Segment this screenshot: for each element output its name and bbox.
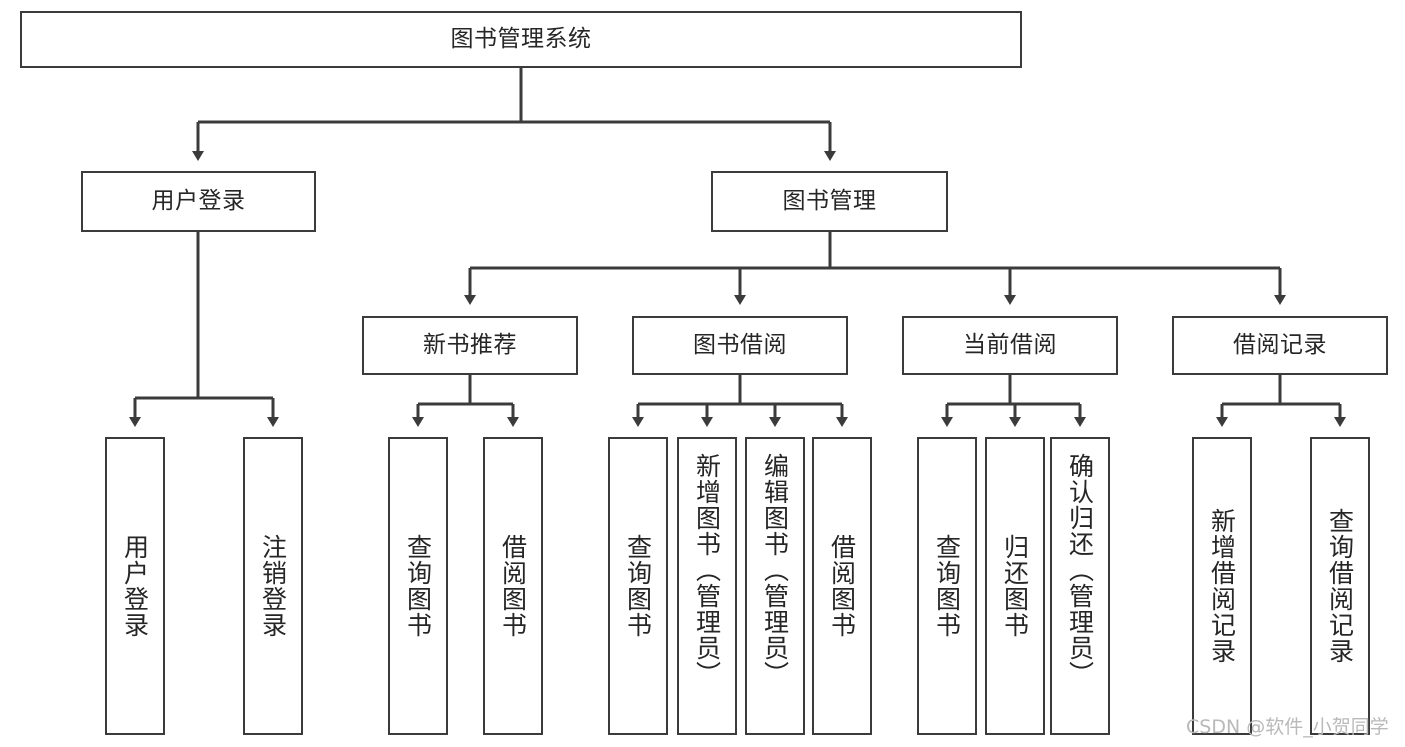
node-leaf-return-book[interactable]: 归还图书	[985, 437, 1045, 735]
node-leaf-query-book-2-label: 查询图书	[623, 534, 653, 638]
node-leaf-borrow-book-2[interactable]: 借阅图书	[812, 437, 872, 735]
node-leaf-user-logout[interactable]: 注销登录	[243, 437, 303, 735]
node-leaf-edit-book[interactable]: 编辑图书（管理员）	[745, 437, 805, 735]
node-current-borrow-label: 当前借阅	[963, 331, 1057, 358]
node-leaf-user-login[interactable]: 用户登录	[105, 437, 165, 735]
node-leaf-add-record[interactable]: 新增借阅记录	[1192, 437, 1252, 735]
node-new-book-recommend[interactable]: 新书推荐	[362, 316, 578, 375]
node-current-borrow[interactable]: 当前借阅	[902, 316, 1118, 375]
node-book-borrow[interactable]: 图书借阅	[632, 316, 848, 375]
node-leaf-query-book-1-label: 查询图书	[403, 534, 433, 638]
node-borrow-record-label: 借阅记录	[1233, 331, 1327, 358]
node-book-borrow-label: 图书借阅	[693, 331, 787, 358]
node-leaf-borrow-book-2-label: 借阅图书	[827, 534, 857, 638]
node-leaf-user-logout-label: 注销登录	[258, 534, 288, 638]
node-leaf-borrow-book-1[interactable]: 借阅图书	[483, 437, 543, 735]
node-user-login[interactable]: 用户登录	[81, 171, 316, 232]
node-leaf-query-book-3-label: 查询图书	[932, 534, 962, 638]
node-leaf-edit-book-label: 编辑图书（管理员）	[760, 453, 790, 687]
node-leaf-borrow-book-1-label: 借阅图书	[498, 534, 528, 638]
node-leaf-add-record-label: 新增借阅记录	[1207, 508, 1237, 664]
node-borrow-record[interactable]: 借阅记录	[1172, 316, 1388, 375]
node-leaf-confirm-return[interactable]: 确认归还（管理员）	[1050, 437, 1110, 735]
node-leaf-query-record-label: 查询借阅记录	[1325, 508, 1355, 664]
watermark-text: CSDN @软件_小贺同学	[1186, 716, 1389, 738]
node-root-label: 图书管理系统	[450, 25, 592, 52]
node-root[interactable]: 图书管理系统	[20, 11, 1022, 68]
node-leaf-query-book-1[interactable]: 查询图书	[388, 437, 448, 735]
node-new-book-recommend-label: 新书推荐	[423, 331, 517, 358]
node-leaf-query-book-2[interactable]: 查询图书	[608, 437, 668, 735]
node-user-login-label: 用户登录	[151, 187, 246, 214]
node-leaf-query-record[interactable]: 查询借阅记录	[1310, 437, 1370, 735]
node-book-manage[interactable]: 图书管理	[711, 171, 948, 232]
node-leaf-user-login-label: 用户登录	[120, 534, 150, 638]
node-leaf-query-book-3[interactable]: 查询图书	[917, 437, 977, 735]
node-leaf-add-book[interactable]: 新增图书（管理员）	[677, 437, 737, 735]
node-leaf-add-book-label: 新增图书（管理员）	[692, 453, 722, 687]
node-leaf-confirm-return-label: 确认归还（管理员）	[1065, 453, 1095, 687]
node-book-manage-label: 图书管理	[782, 187, 877, 214]
node-leaf-return-book-label: 归还图书	[1000, 534, 1030, 638]
